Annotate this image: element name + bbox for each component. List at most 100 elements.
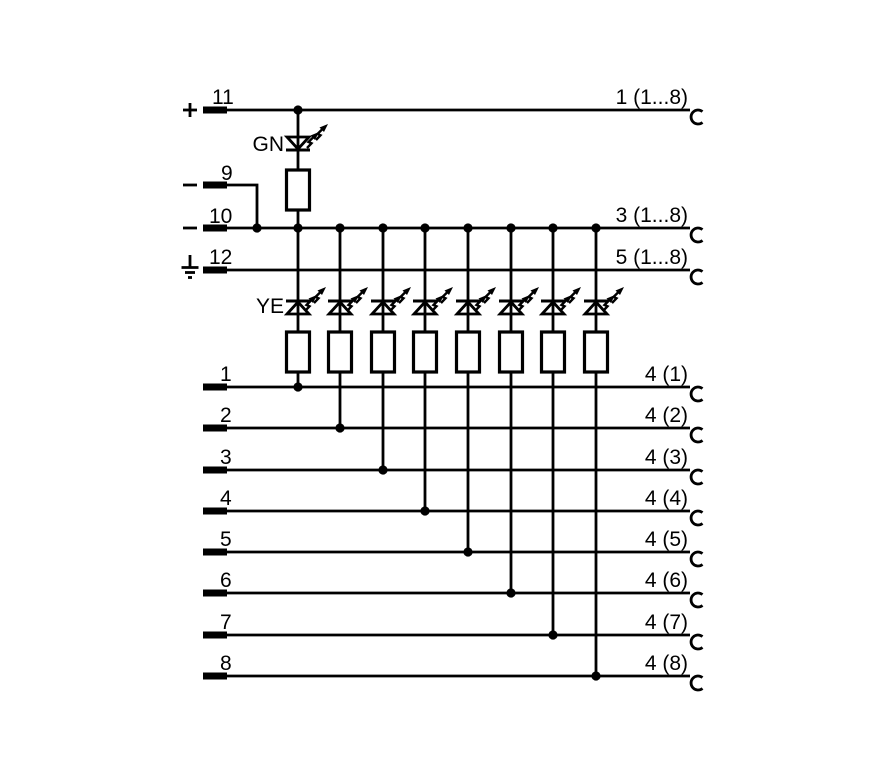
power-led-branch: GN	[253, 110, 330, 228]
led-triangle	[410, 299, 440, 316]
terminal-number: 4	[220, 487, 232, 510]
port-label: 4 (2)	[645, 404, 688, 427]
resistor	[369, 330, 397, 374]
port-label: 4 (3)	[645, 446, 688, 469]
earth-ground-icon	[181, 255, 199, 279]
led-ray-icon	[610, 285, 626, 305]
terminal-number-9: 9	[221, 162, 233, 185]
channel-branch-5	[453, 223, 498, 557]
resistor	[326, 330, 354, 374]
channel-branch-1	[283, 223, 328, 392]
junction-dot	[591, 223, 601, 233]
channel-branch-2	[325, 223, 370, 433]
terminal-bar	[203, 383, 227, 391]
socket-icon	[689, 674, 704, 692]
junction-dot	[463, 223, 473, 233]
terminal-number: 8	[220, 652, 232, 675]
junction-dot	[335, 223, 345, 233]
resistor	[411, 330, 439, 374]
resistor	[454, 330, 482, 374]
led-triangle	[496, 299, 526, 316]
terminal-number: 7	[220, 611, 232, 634]
junction-dot	[293, 223, 303, 233]
socket-icon	[689, 550, 704, 568]
channel-branch-6	[496, 223, 541, 598]
led-ray-icon	[397, 285, 413, 305]
led-ray-icon	[482, 285, 498, 305]
channel-branch-4	[410, 223, 455, 516]
port-label: 4 (7)	[645, 611, 688, 634]
terminal-number: 3	[220, 446, 232, 469]
led-triangle	[368, 299, 398, 316]
output-row-3: 3 4 (3)	[203, 446, 704, 486]
terminal-bar	[203, 631, 227, 639]
led-ray-icon	[525, 285, 541, 305]
resistor	[539, 330, 567, 374]
port-label-earth: 5 (1...8)	[616, 246, 688, 269]
socket-icon	[689, 633, 704, 651]
output-row-8: 8 4 (8)	[203, 652, 704, 692]
led-triangle	[453, 299, 483, 316]
channel-led-label: YE	[256, 295, 284, 318]
terminal-bar	[203, 466, 227, 474]
led-ray-icon	[312, 285, 328, 305]
led-triangle	[283, 299, 313, 316]
led-ray-icon	[354, 285, 370, 305]
terminal-bar	[203, 672, 227, 680]
socket-icon	[689, 268, 704, 286]
socket-icon	[689, 591, 704, 609]
plus-symbol	[183, 103, 197, 117]
led-triangle	[538, 299, 568, 316]
terminal-bar	[203, 548, 227, 556]
channel-branch-7	[538, 223, 583, 640]
junction-dot	[378, 223, 388, 233]
resistor	[284, 168, 312, 212]
terminal-number: 2	[220, 404, 232, 427]
resistor	[284, 330, 312, 374]
terminal-number-10: 10	[209, 205, 232, 228]
channel-branch-3	[368, 223, 413, 475]
terminal-bar-12	[203, 266, 227, 274]
terminal-number-12: 12	[209, 246, 232, 269]
junction-dot	[506, 223, 516, 233]
led-triangle	[283, 135, 313, 152]
output-row-5: 5 4 (5)	[203, 528, 704, 568]
terminal-number: 1	[220, 363, 232, 386]
led-triangle	[581, 299, 611, 316]
port-label-minus: 3 (1...8)	[616, 204, 688, 227]
output-row-1: 1 4 (1)	[203, 363, 704, 403]
port-label: 4 (5)	[645, 528, 688, 551]
socket-icon	[689, 385, 704, 403]
earth-line: 12 5 (1...8)	[181, 246, 704, 286]
terminal-number: 5	[220, 528, 232, 551]
led-triangle	[325, 299, 355, 316]
channel-branch-8	[581, 223, 626, 681]
socket-icon	[689, 108, 704, 126]
terminal-bar	[203, 589, 227, 597]
resistor	[582, 330, 610, 374]
terminal-number-11: 11	[212, 86, 234, 109]
output-row-2: 2 4 (2)	[203, 404, 704, 444]
power-led-label: GN	[253, 133, 285, 156]
terminal-bar-10	[203, 224, 227, 232]
socket-icon	[689, 426, 704, 444]
terminal-bar	[203, 424, 227, 432]
resistor	[497, 330, 525, 374]
wire-minus-9	[215, 183, 259, 228]
minus-line-9: 9	[183, 162, 262, 233]
junction-dot	[420, 223, 430, 233]
led-ray-icon	[314, 122, 330, 142]
led-ray-icon	[567, 285, 583, 305]
output-row-6: 6 4 (6)	[203, 569, 704, 609]
terminal-number: 6	[220, 569, 232, 592]
terminal-bar-11	[203, 106, 227, 114]
terminal-bar-9	[203, 181, 227, 189]
supply-plus-line: 11 1 (1...8)	[183, 86, 704, 126]
junction-dot	[548, 223, 558, 233]
output-row-7: 7 4 (7)	[203, 611, 704, 651]
socket-icon	[689, 226, 704, 244]
port-label-supply: 1 (1...8)	[616, 86, 688, 109]
terminal-bar	[203, 507, 227, 515]
